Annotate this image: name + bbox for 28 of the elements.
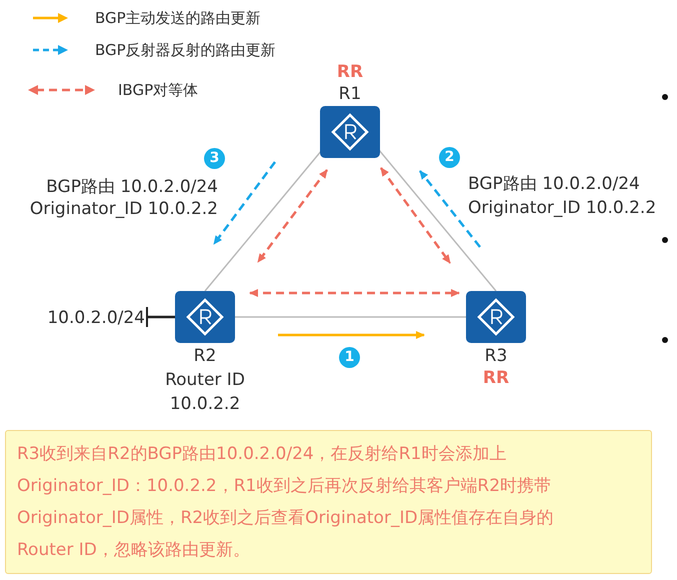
- router-label: R1: [338, 83, 362, 106]
- router-label: R2: [192, 345, 218, 368]
- step-number: 3: [204, 148, 225, 169]
- link-line: [378, 150, 497, 292]
- stub-line: [146, 307, 175, 327]
- note-box: [5, 430, 652, 574]
- router-label: Router ID 10.0.2.2: [164, 369, 246, 416]
- route-info: Originator_ID 10.0.2.2: [28, 198, 218, 220]
- arrow: [278, 331, 425, 339]
- legend-text: BGP主动发送的路由更新: [95, 8, 261, 28]
- link-line: [235, 316, 466, 318]
- route-info: Originator_ID 10.0.2.2: [468, 197, 656, 219]
- double-arrow: [249, 289, 460, 297]
- double-arrow: [380, 167, 452, 264]
- note-text: R3收到来自R2的BGP路由10.0.2.0/24，在反射给R1时会添加上Originator_ID：10.0.2.2，R1收到之后再次反射给其客户端R2时携带Originator_ID属性，R2收到之后查看Originator_ID属性值存在自身的Router ID，忽略该路由更新。: [17, 443, 555, 562]
- arrow: [419, 170, 481, 248]
- network-label: 10.0.2.0/24: [30, 307, 145, 329]
- route-info: BGP路由 10.0.2.0/24: [45, 176, 218, 198]
- arrow: [213, 161, 276, 245]
- router-label: R3: [484, 345, 508, 368]
- double-arrow: [257, 169, 328, 263]
- role-label: RR: [336, 61, 364, 84]
- step-number: 1: [339, 347, 360, 368]
- role-label: RR: [482, 367, 510, 390]
- legend-text: BGP反射器反射的路由更新: [95, 40, 276, 60]
- route-info: BGP路由 10.0.2.0/24: [468, 173, 640, 195]
- legend-text: IBGP对等体: [118, 80, 198, 100]
- step-number: 2: [439, 147, 460, 168]
